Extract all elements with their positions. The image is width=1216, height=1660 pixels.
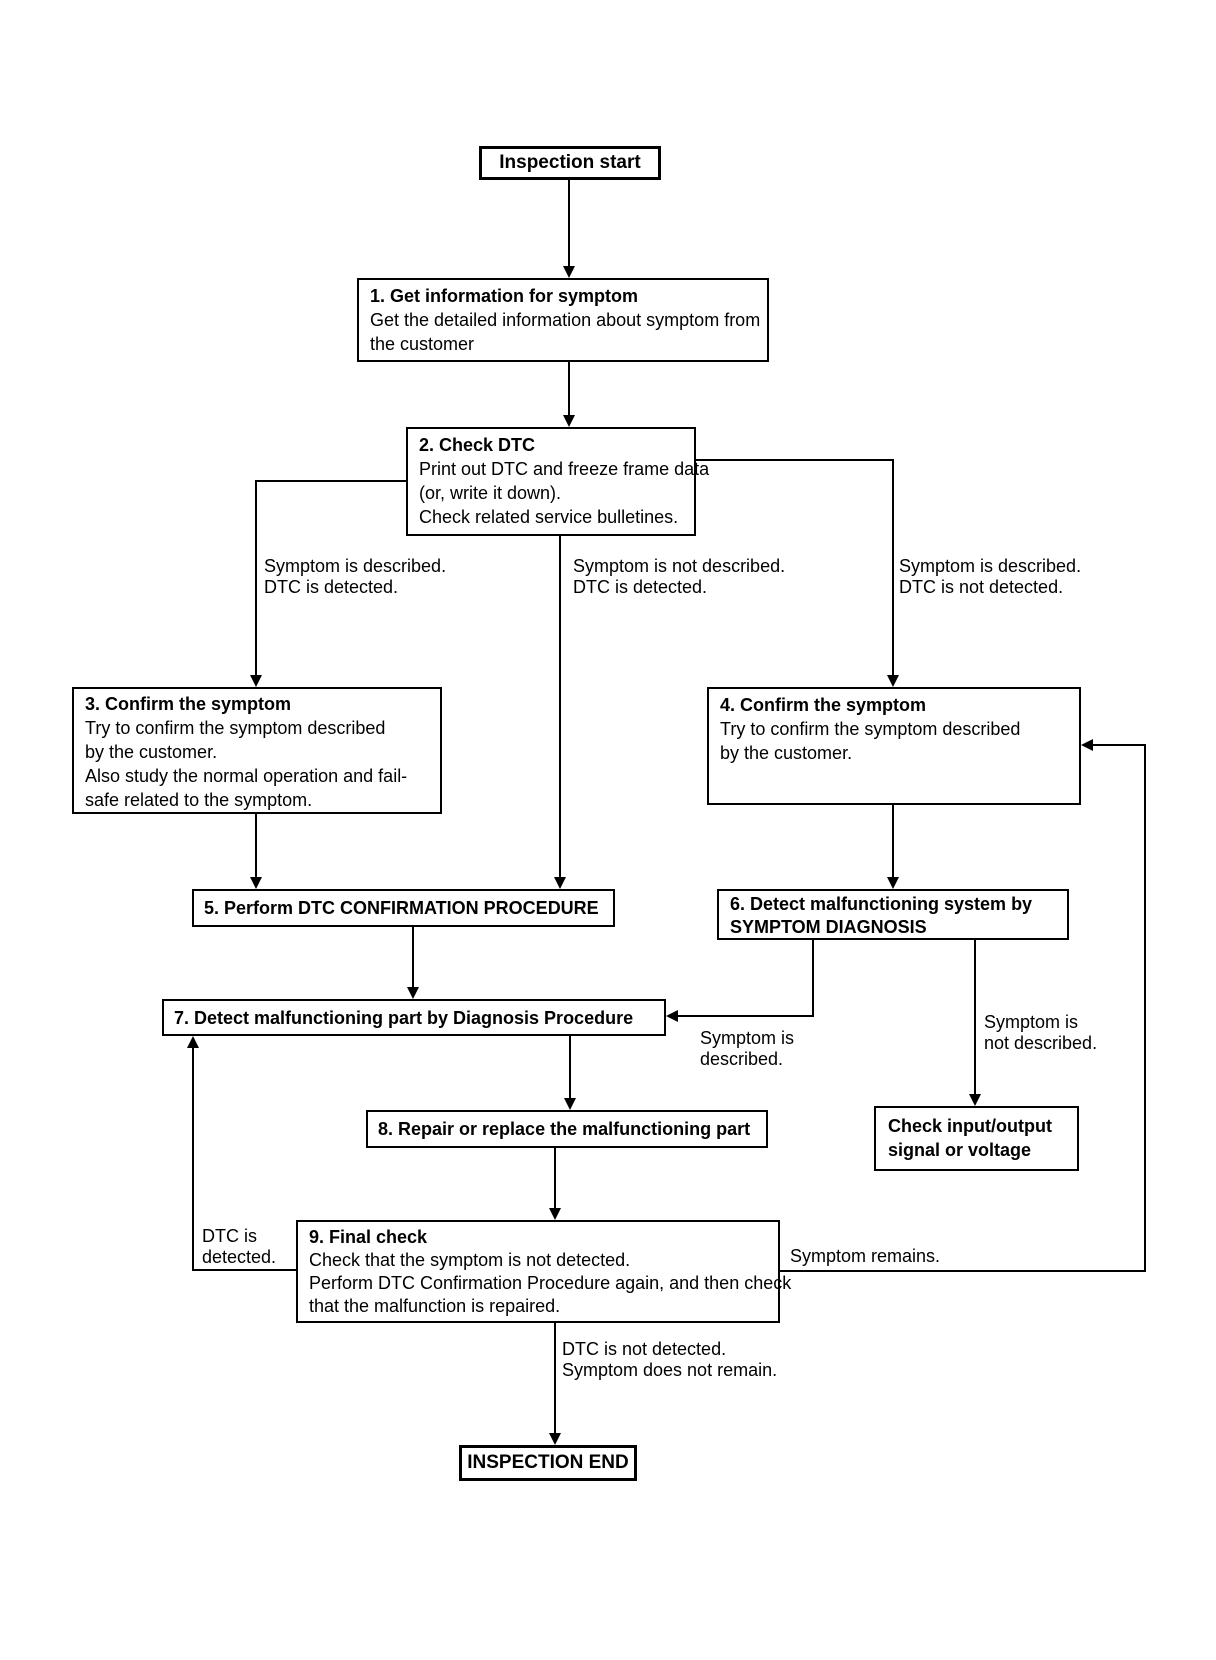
step3-line: safe related to the symptom. — [85, 790, 313, 810]
label-line: Symptom is not described. — [573, 556, 786, 576]
label-line: DTC is detected. — [573, 577, 708, 597]
step7-title: 7. Detect malfunctioning part by Diagnos… — [174, 1007, 634, 1028]
edge-step2-step4-h — [696, 459, 894, 461]
edge-step9-step4-v — [1144, 744, 1146, 1272]
label-line: not described. — [984, 1033, 1098, 1053]
inspection-start-label: Inspection start — [499, 152, 641, 173]
edge-step2-step5 — [559, 536, 561, 879]
label-inspection-end-condition: DTC is not detected. Symptom does not re… — [562, 1339, 777, 1381]
node-step1-get-information: 1. Get information for symptom Get the d… — [357, 278, 769, 362]
step4-title: 4. Confirm the symptom — [720, 695, 927, 715]
arrowhead-down — [563, 415, 575, 427]
edge-step6-step7-h — [678, 1015, 814, 1017]
check-io-title-line: signal or voltage — [888, 1140, 1032, 1160]
edge-step6-step7-v — [812, 940, 814, 1017]
label-symptom-described: Symptom is described. — [700, 1028, 794, 1070]
step3-line: Also study the normal operation and fail… — [85, 766, 408, 786]
step1-title: 1. Get information for symptom — [370, 286, 639, 306]
inspection-end-label: INSPECTION END — [467, 1452, 629, 1473]
label-branch-right: Symptom is described. DTC is not detecte… — [899, 556, 1081, 598]
edge-step8-step9 — [554, 1148, 556, 1209]
edge-step4-step6 — [892, 805, 894, 879]
step1-line: Get the detailed information about sympt… — [370, 310, 761, 330]
step2-line: Check related service bulletines. — [419, 507, 679, 527]
node-step2-check-dtc: 2. Check DTC Print out DTC and freeze fr… — [406, 427, 710, 536]
node-step5-dtc-confirmation: 5. Perform DTC CONFIRMATION PROCEDURE — [192, 889, 615, 927]
arrowhead-down — [887, 675, 899, 687]
step8-title: 8. Repair or replace the malfunctioning … — [378, 1119, 751, 1139]
label-line: Symptom is described. — [264, 556, 447, 576]
step1-line: the customer — [370, 334, 475, 354]
node-step8-repair-replace: 8. Repair or replace the malfunctioning … — [366, 1110, 768, 1148]
arrowhead-down — [563, 266, 575, 278]
edge-step9-step7-v — [192, 1048, 194, 1271]
label-line: described. — [700, 1049, 784, 1069]
label-line: Symptom is described. — [899, 556, 1082, 576]
arrowhead-down — [554, 877, 566, 889]
edge-step7-step8 — [569, 1036, 571, 1099]
label-line: DTC is — [202, 1226, 257, 1246]
step3-line: by the customer. — [85, 742, 218, 762]
label-line: Symptom is — [984, 1012, 1079, 1032]
label-line: Symptom remains. — [790, 1246, 941, 1266]
edge-step9-end — [554, 1323, 556, 1434]
edge-step5-step7 — [412, 927, 414, 989]
node-step4-confirm-symptom: 4. Confirm the symptom Try to confirm th… — [707, 687, 1081, 805]
node-check-io-signal: Check input/output signal or voltage — [874, 1106, 1079, 1171]
label-branch-middle: Symptom is not described. DTC is detecte… — [573, 556, 785, 598]
step4-line: Try to confirm the symptom described — [720, 719, 1021, 739]
node-step3-confirm-symptom: 3. Confirm the symptom Try to confirm th… — [72, 687, 442, 814]
arrowhead-left — [1081, 739, 1093, 751]
step2-line: (or, write it down). — [419, 483, 562, 503]
label-symptom-remains: Symptom remains. — [790, 1246, 940, 1267]
label-branch-left: Symptom is described. DTC is detected. — [264, 556, 446, 598]
label-line: Symptom does not remain. — [562, 1360, 778, 1380]
node-step9-final-check: 9. Final check Check that the symptom is… — [296, 1220, 792, 1323]
step3-line: Try to confirm the symptom described — [85, 718, 386, 738]
node-inspection-end: INSPECTION END — [459, 1445, 637, 1481]
arrowhead-down — [887, 877, 899, 889]
label-line: Symptom is — [700, 1028, 795, 1048]
node-step7-detect-part: 7. Detect malfunctioning part by Diagnos… — [162, 999, 666, 1036]
edge-step1-step2 — [568, 362, 570, 417]
check-io-title-line: Check input/output — [888, 1116, 1052, 1136]
edge-step9-step4-h-bottom — [780, 1270, 1146, 1272]
edge-step2-step3-v — [255, 480, 257, 677]
label-line: DTC is not detected. — [562, 1339, 727, 1359]
label-line: detected. — [202, 1247, 277, 1267]
edge-step3-step5 — [255, 814, 257, 879]
edge-step6-checkio — [974, 940, 976, 1095]
step2-line: Print out DTC and freeze frame data — [419, 459, 710, 479]
step6-title-line: SYMPTOM DIAGNOSIS — [730, 917, 927, 937]
edge-step9-step4-h-top — [1093, 744, 1146, 746]
node-step6-symptom-diagnosis: 6. Detect malfunctioning system by SYMPT… — [717, 889, 1069, 940]
edge-start-step1 — [568, 179, 570, 269]
arrowhead-down — [564, 1098, 576, 1110]
step9-title: 9. Final check — [309, 1227, 428, 1247]
step5-title: 5. Perform DTC CONFIRMATION PROCEDURE — [204, 898, 599, 918]
arrowhead-down — [250, 877, 262, 889]
arrowhead-down — [407, 987, 419, 999]
arrowhead-up — [187, 1036, 199, 1048]
label-symptom-not-described: Symptom is not described. — [984, 1012, 1097, 1054]
label-dtc-detected: DTC is detected. — [202, 1226, 276, 1268]
label-line: DTC is not detected. — [899, 577, 1064, 597]
arrowhead-down — [969, 1094, 981, 1106]
node-inspection-start: Inspection start — [479, 146, 661, 180]
arrowhead-down — [549, 1208, 561, 1220]
step9-line: Perform DTC Confirmation Procedure again… — [309, 1273, 792, 1293]
label-line: DTC is detected. — [264, 577, 399, 597]
step4-line: by the customer. — [720, 743, 853, 763]
edge-step9-step7-h — [192, 1269, 296, 1271]
arrowhead-down — [250, 675, 262, 687]
arrowhead-left — [666, 1010, 678, 1022]
edge-step2-step3-h — [255, 480, 407, 482]
step3-title: 3. Confirm the symptom — [85, 694, 292, 714]
step2-title: 2. Check DTC — [419, 435, 536, 455]
arrowhead-down — [549, 1433, 561, 1445]
step6-title-line: 6. Detect malfunctioning system by — [730, 894, 1033, 914]
step9-line: that the malfunction is repaired. — [309, 1296, 561, 1316]
edge-step2-step4-v — [892, 459, 894, 677]
step9-line: Check that the symptom is not detected. — [309, 1250, 631, 1270]
